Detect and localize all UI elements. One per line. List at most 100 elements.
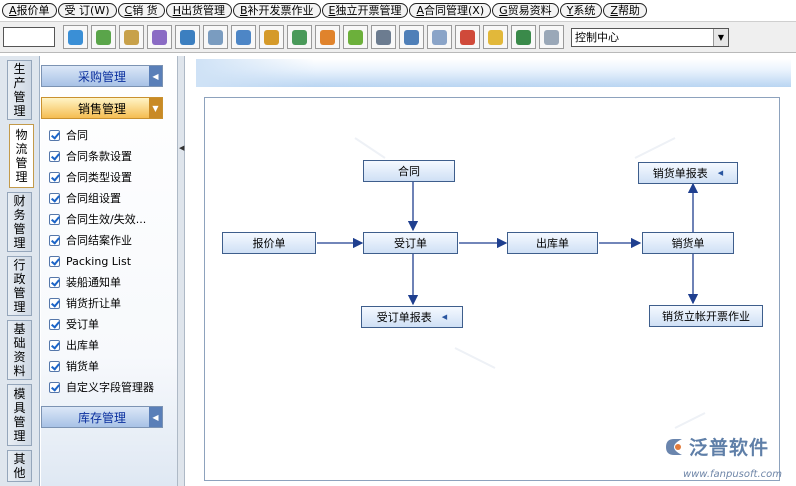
nav-item-contract-groups[interactable]: 合同组设置: [49, 189, 121, 207]
window-icon: [236, 29, 251, 45]
nav-panel: 采购管理 ◀ 销售管理 ▼ 合同 合同条款设置 合同类型设置 合同组设置 合同生…: [41, 56, 177, 486]
flow-node-sales-report[interactable]: 销货单报表◀: [638, 162, 738, 184]
menu-contract[interactable]: A合同管理(X): [409, 2, 492, 18]
toolbar-button-calculator[interactable]: [371, 25, 396, 49]
tab-basic-data[interactable]: 基础资料: [7, 320, 32, 380]
toolbar-button-transfer[interactable]: [259, 25, 284, 49]
menu-independent-invoice[interactable]: E独立开票管理: [321, 2, 409, 18]
flow-node-contract[interactable]: 合同: [363, 160, 455, 182]
stack-icon: [320, 29, 335, 45]
toolbar-button-stack[interactable]: [315, 25, 340, 49]
nav-group-inventory[interactable]: 库存管理 ◀: [41, 406, 163, 428]
menu-trade-data[interactable]: G贸易资料: [492, 2, 559, 18]
nav-item-sales-discount[interactable]: 销货折让单: [49, 294, 121, 312]
tab-production[interactable]: 生产管理: [7, 60, 32, 120]
checkbox-icon: [49, 360, 60, 372]
checkbox-icon: [49, 276, 60, 288]
menu-sales[interactable]: C销 货: [117, 2, 165, 18]
checkbox-icon: [49, 213, 60, 225]
menu-system[interactable]: Y系统: [559, 2, 603, 18]
nav-item-contract-close[interactable]: 合同结案作业: [49, 231, 132, 249]
menu-quote[interactable]: A报价单: [2, 2, 57, 18]
nav-item-order[interactable]: 受订单: [49, 315, 99, 333]
nav-item-contract-effect[interactable]: 合同生效/失效...: [49, 210, 146, 228]
flow-node-order[interactable]: 受订单: [363, 232, 458, 254]
clipboard-icon: [404, 29, 419, 45]
module-tabs: 生产管理 物流管理 财务管理 行政管理 基础资料 模具管理 其他: [0, 56, 40, 486]
palette-icon: [152, 29, 167, 45]
tab-finance[interactable]: 财务管理: [7, 192, 32, 252]
toolbar-button-palette[interactable]: [147, 25, 172, 49]
monitor-icon: [180, 29, 195, 45]
bell-icon: [488, 29, 503, 45]
brand-url: www.fanpusoft.com: [682, 469, 782, 480]
toolbar-button-monitor[interactable]: [175, 25, 200, 49]
nav-item-sales[interactable]: 销货单: [49, 357, 99, 375]
checkbox-icon: [49, 234, 60, 246]
menu-help[interactable]: Z帮助: [603, 2, 647, 18]
checkbox-icon: [49, 171, 60, 183]
toolbar-button-refresh[interactable]: [63, 25, 88, 49]
toolbar-button-exit[interactable]: [511, 25, 536, 49]
toolbar-button-edit[interactable]: [119, 25, 144, 49]
toolbar-button-link[interactable]: [427, 25, 452, 49]
tab-admin[interactable]: 行政管理: [7, 256, 32, 316]
nav-item-custom-fields[interactable]: 自定义字段管理器: [49, 378, 154, 396]
nav-item-contract[interactable]: 合同: [49, 126, 88, 144]
toolbar-button-bell[interactable]: [483, 25, 508, 49]
nav-item-contract-types[interactable]: 合同类型设置: [49, 168, 132, 186]
menu-order[interactable]: 受 订(W): [57, 2, 117, 18]
toolbar-button-window[interactable]: [231, 25, 256, 49]
flow-arrows: [317, 137, 706, 429]
users-icon: [96, 29, 111, 45]
panel-splitter[interactable]: ◀: [177, 56, 185, 486]
chevron-left-icon: ◀: [149, 66, 162, 86]
nav-item-contract-terms[interactable]: 合同条款设置: [49, 147, 132, 165]
exit-icon: [516, 29, 531, 45]
checkbox-icon: [49, 381, 60, 393]
exchange-icon: [348, 29, 363, 45]
nav-item-packing-list[interactable]: Packing List: [49, 252, 131, 270]
nav-group-label: 采购管理: [77, 69, 126, 84]
module-select[interactable]: 控制中心 ▼: [571, 27, 729, 47]
toolbar-buttons: [63, 25, 567, 49]
main-header-bar: [196, 59, 791, 87]
nav-group-sales[interactable]: 销售管理 ▼: [41, 97, 163, 119]
tab-mold[interactable]: 模具管理: [7, 384, 32, 446]
toolbar-button-chart[interactable]: [287, 25, 312, 49]
toolbar-button-exchange[interactable]: [343, 25, 368, 49]
nav-item-outbound[interactable]: 出库单: [49, 336, 99, 354]
main-area: 合同 报价单 受订单 出库单 销货单 销货单报表◀ 受订单报表◀ 销货立帐开票作…: [186, 56, 796, 486]
chevron-down-icon[interactable]: ▼: [713, 28, 728, 46]
chevron-left-icon: ◀: [441, 313, 448, 321]
checkbox-icon: [49, 297, 60, 309]
chevron-left-icon: ◀: [149, 407, 162, 427]
flow-node-order-report[interactable]: 受订单报表◀: [361, 306, 463, 328]
transfer-icon: [264, 29, 279, 45]
toolbar-button-users[interactable]: [91, 25, 116, 49]
menu-bar: A报价单 受 订(W) C销 货 H出货管理 B补开发票作业 E独立开票管理 A…: [0, 0, 796, 20]
toolbar-button-book[interactable]: [203, 25, 228, 49]
tab-logistics[interactable]: 物流管理: [9, 124, 34, 188]
chevron-down-icon: ▼: [149, 98, 162, 118]
brand-logo-icon: [665, 438, 682, 455]
menu-shipping[interactable]: H出货管理: [165, 2, 232, 18]
toolbar: 控制中心 ▼: [0, 21, 796, 53]
tab-other[interactable]: 其他: [7, 450, 32, 482]
flow-node-quote[interactable]: 报价单: [222, 232, 316, 254]
toolbar-button-network[interactable]: [455, 25, 480, 49]
flow-node-outbound[interactable]: 出库单: [507, 232, 598, 254]
checkbox-icon: [49, 339, 60, 351]
flow-node-invoice[interactable]: 销货立帐开票作业: [649, 305, 763, 327]
refresh-icon: [68, 29, 83, 45]
menu-supplementary-invoice[interactable]: B补开发票作业: [232, 2, 321, 18]
toolbar-input[interactable]: [3, 27, 55, 47]
toolbar-button-clipboard[interactable]: [399, 25, 424, 49]
flow-node-sales[interactable]: 销货单: [642, 232, 734, 254]
collapse-left-icon[interactable]: ◀: [179, 144, 185, 152]
checkbox-icon: [49, 318, 60, 330]
nav-item-shipping-notice[interactable]: 装船通知单: [49, 273, 121, 291]
nav-group-purchase[interactable]: 采购管理 ◀: [41, 65, 163, 87]
network-icon: [460, 29, 475, 45]
toolbar-button-panel[interactable]: [539, 25, 564, 49]
